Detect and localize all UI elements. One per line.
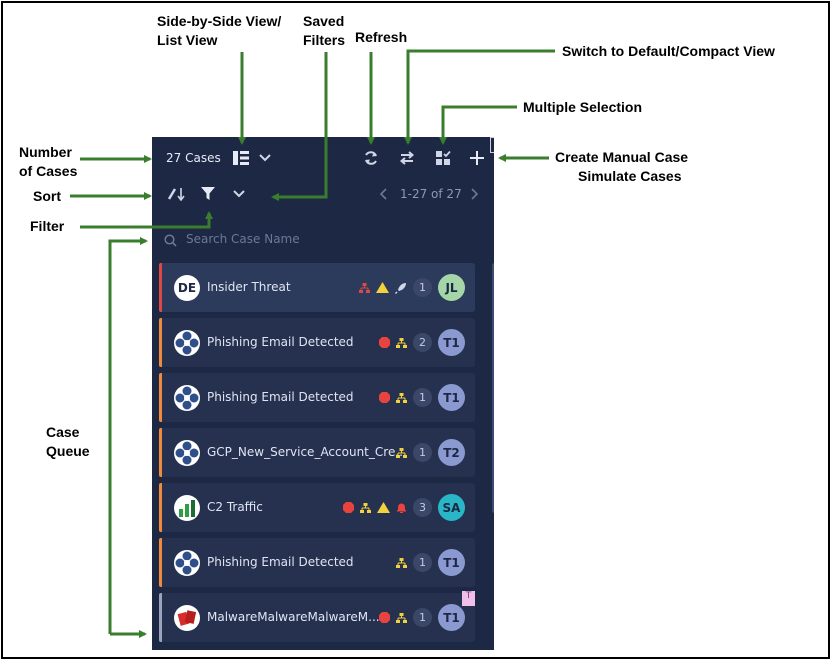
priority-bar — [159, 373, 162, 422]
chevron-down-icon[interactable] — [231, 187, 247, 201]
chevron-right-icon[interactable] — [468, 187, 480, 201]
hexagon-red-icon — [379, 392, 390, 403]
annotation-simulate-cases: Simulate Cases — [578, 168, 682, 184]
case-initials-avatar: DE — [174, 275, 200, 301]
assignee-avatar[interactable]: SA — [438, 494, 465, 521]
annotation-list-view: List View — [157, 32, 218, 48]
refresh-icon[interactable] — [362, 149, 380, 167]
network-yellow-icon — [396, 447, 407, 458]
case-title: Insider Threat — [207, 280, 291, 294]
case-card[interactable]: Phishing Email Detected 2 T1 — [159, 318, 475, 367]
case-badges: 1 T1 — [379, 604, 465, 631]
annotation-side-by-side: Side-by-Side View/ — [157, 13, 282, 29]
case-card[interactable]: Phishing Email Detected 1 T1 — [159, 538, 475, 587]
annotation-multiple-selection: Multiple Selection — [523, 99, 643, 115]
case-card[interactable]: Phishing Email Detected 1 T1 — [159, 373, 475, 422]
priority-bar — [159, 538, 162, 587]
integration-logo-icon — [174, 330, 200, 356]
network-yellow-icon — [396, 337, 407, 348]
annotation-switch-view: Switch to Default/Compact View — [562, 43, 775, 59]
case-badges: 3 SA — [343, 494, 465, 521]
case-title: Phishing Email Detected — [207, 335, 354, 349]
alert-count: 1 — [413, 553, 432, 572]
integration-logo-icon — [174, 550, 200, 576]
annotation-saved-filters-2: Filters — [303, 32, 346, 48]
chevron-down-icon[interactable] — [257, 150, 273, 166]
assignee-avatar[interactable]: JL — [438, 274, 465, 301]
scrollbar[interactable] — [492, 263, 494, 513]
chevron-left-icon[interactable] — [378, 187, 390, 201]
case-tag: T — [462, 591, 475, 606]
annotation-number-of-cases-1: Number — [19, 144, 72, 160]
annotation-number-of-cases-2: of Cases — [19, 163, 78, 179]
case-badges: 2 T1 — [379, 329, 465, 356]
annotation-filter: Filter — [30, 218, 65, 234]
case-title: Phishing Email Detected — [207, 555, 354, 569]
panel-corner-marker — [490, 137, 494, 153]
alert-count: 1 — [413, 608, 432, 627]
case-toolbar: 27 Cases — [152, 137, 494, 179]
case-title: C2 Traffic — [207, 500, 263, 514]
network-yellow-icon — [396, 557, 407, 568]
filter-icon[interactable] — [200, 185, 216, 203]
case-badges: 1 JL — [359, 274, 465, 301]
swap-icon[interactable] — [398, 149, 416, 167]
assignee-avatar[interactable]: T1 — [438, 329, 465, 356]
plus-icon[interactable] — [468, 149, 486, 167]
search-case-input[interactable] — [162, 227, 482, 251]
annotation-case-queue-2: Queue — [46, 443, 90, 459]
assignee-avatar[interactable]: T2 — [438, 439, 465, 466]
warning-triangle-icon — [376, 282, 389, 293]
annotation-refresh: Refresh — [355, 29, 408, 45]
case-badges: 1 T1 — [379, 384, 465, 411]
network-yellow-icon — [360, 502, 371, 513]
bell-red-icon — [396, 502, 407, 513]
network-yellow-icon — [396, 392, 407, 403]
integration-logo-icon — [174, 385, 200, 411]
annotation-saved-filters-1: Saved — [303, 13, 345, 29]
case-count: 27 Cases — [166, 151, 221, 165]
pagination-label: 1-27 of 27 — [400, 187, 462, 201]
alert-count: 1 — [413, 443, 432, 462]
hexagon-red-icon — [343, 502, 354, 513]
case-badges: 1 T1 — [396, 549, 465, 576]
priority-bar — [159, 428, 162, 477]
case-title: Phishing Email Detected — [207, 390, 354, 404]
malware-logo-icon — [174, 605, 200, 631]
annotation-sort: Sort — [33, 188, 61, 204]
case-card[interactable]: C2 Traffic 3 SA — [159, 483, 475, 532]
network-yellow-icon — [396, 612, 407, 623]
case-badges: 1 T2 — [396, 439, 465, 466]
rocket-icon — [395, 282, 407, 294]
priority-bar — [159, 263, 162, 312]
annotation-create-manual-case: Create Manual Case — [555, 149, 689, 165]
hexagon-red-icon — [379, 612, 390, 623]
alert-count: 3 — [413, 498, 432, 517]
priority-bar — [159, 318, 162, 367]
case-card[interactable]: DE Insider Threat 1 JL — [159, 263, 475, 312]
network-red-icon — [359, 282, 370, 293]
priority-bar — [159, 593, 162, 642]
assignee-avatar[interactable]: T1 — [438, 604, 465, 631]
integration-logo-icon — [174, 440, 200, 466]
alert-count: 1 — [413, 278, 432, 297]
hexagon-red-icon — [379, 337, 390, 348]
annotation-case-queue-1: Case — [46, 424, 80, 440]
case-title: GCP_New_Service_Account_Cre... — [207, 445, 407, 459]
sort-icon[interactable] — [167, 186, 187, 202]
c2-logo-icon — [174, 495, 200, 521]
priority-bar — [159, 483, 162, 532]
assignee-avatar[interactable]: T1 — [438, 549, 465, 576]
view-toggle-icon[interactable] — [232, 150, 250, 166]
warning-triangle-icon — [377, 502, 390, 513]
case-title: MalwareMalwareMalwareM... — [207, 610, 380, 624]
case-card[interactable]: GCP_New_Service_Account_Cre... 1 T2 — [159, 428, 475, 477]
assignee-avatar[interactable]: T1 — [438, 384, 465, 411]
alert-count: 1 — [413, 388, 432, 407]
multi-select-icon[interactable] — [434, 149, 452, 167]
alert-count: 2 — [413, 333, 432, 352]
